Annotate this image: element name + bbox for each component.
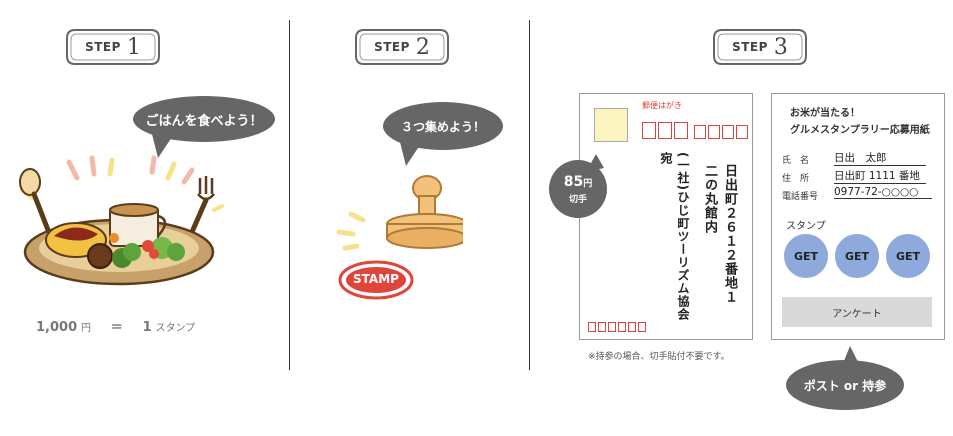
badge-frame-icon <box>66 29 160 65</box>
postcode-box <box>658 122 672 139</box>
equals-sign: ＝ <box>110 320 123 334</box>
stamp-unit: スタンプ <box>155 323 196 334</box>
bubble-tail-icon <box>400 142 422 166</box>
step-word: STEP <box>85 40 121 54</box>
postage-yen: 円 <box>583 178 593 189</box>
step1-bubble-text: ごはんを食べよう！ <box>145 113 263 129</box>
field-value-address: 日出町 1111 番地 <box>834 168 926 184</box>
postage-note: ※持参の場合、切手貼付不要です。 <box>588 352 730 362</box>
step-number: 1 <box>126 34 141 60</box>
stamp-count: 1 <box>142 320 152 335</box>
postcode-box <box>708 125 720 139</box>
field-label-address: 住 所 <box>782 174 810 184</box>
step2-bubble-text: ３つ集めよう！ <box>400 119 485 134</box>
postage-bubble: 85円 切手 <box>549 160 607 218</box>
step-3-badge: STEP 3 <box>710 26 810 68</box>
sender-postcode-box <box>628 322 636 332</box>
postcard: 郵便はがき 日出町２６１２番地１ 二の丸館内 (一社)ひじ町ツーリズム協会 宛 <box>579 93 753 340</box>
divider-1 <box>289 20 290 370</box>
entry-form: お米が当たる！ グルメスタンプラリー応募用紙 氏 名 日出 太郎 住 所 日出町… <box>771 93 945 340</box>
sender-postcode-box <box>608 322 616 332</box>
sender-postcode-box <box>618 322 626 332</box>
step1-rate: 1,000 円 ＝ 1 スタンプ <box>36 318 195 335</box>
field-value-phone: 0977-72-○○○○ <box>834 186 932 199</box>
address-line-2: 二の丸館内 <box>702 164 717 234</box>
badge-frame-icon <box>713 29 807 65</box>
get-stamp-1: GET <box>784 234 828 278</box>
step-1-badge: STEP 1 <box>63 26 163 68</box>
postcode-box <box>694 125 706 139</box>
sender-postcode-box <box>598 322 606 332</box>
bubble-tail-icon <box>152 134 174 158</box>
stamp-imprint-text: STAMP <box>353 272 399 286</box>
postcode-box <box>736 125 748 139</box>
sender-postcode-box <box>638 322 646 332</box>
amount-value: 1,000 <box>36 320 78 335</box>
step-word: STEP <box>732 40 768 54</box>
stamp-placeholder <box>594 108 628 142</box>
recipient-name: (一社)ひじ町ツーリズム協会 宛 <box>659 152 690 334</box>
divider-2 <box>529 20 530 370</box>
get-stamp-3: GET <box>886 234 930 278</box>
postcode-box <box>642 122 656 139</box>
stamp-illustration <box>336 175 463 300</box>
sender-postcode-box <box>588 322 596 332</box>
postcard-header: 郵便はがき <box>642 101 682 110</box>
postcode-box <box>674 122 688 139</box>
survey-box: アンケート <box>782 297 932 327</box>
form-title-1: お米が当たる！ <box>790 108 860 119</box>
yen-unit: 円 <box>80 323 91 334</box>
postage-amount: 85 <box>563 173 584 190</box>
postage-amount-row: 85円 <box>564 174 593 192</box>
field-label-phone: 電話番号 <box>782 192 819 202</box>
submit-method-text: ポスト or 持参 <box>803 378 887 393</box>
postage-label: 切手 <box>568 194 587 205</box>
meal-plate-illustration <box>19 155 224 286</box>
step-word: STEP <box>374 40 410 54</box>
field-label-name: 氏 名 <box>782 156 810 166</box>
badge-frame-icon <box>355 29 449 65</box>
field-value-name: 日出 太郎 <box>834 150 926 166</box>
step-number: 3 <box>773 34 788 60</box>
stamp-section-label: スタンプ <box>786 221 826 232</box>
address-line-1: 日出町２６１２番地１ <box>722 164 737 304</box>
form-title-2: グルメスタンプラリー応募用紙 <box>790 125 930 136</box>
get-stamp-2: GET <box>835 234 879 278</box>
step-2-badge: STEP 2 <box>352 26 452 68</box>
bubble-tail-icon <box>586 154 604 172</box>
step-number: 2 <box>415 34 430 60</box>
submit-method-bubble: ポスト or 持参 <box>786 360 904 410</box>
postcode-box <box>722 125 734 139</box>
